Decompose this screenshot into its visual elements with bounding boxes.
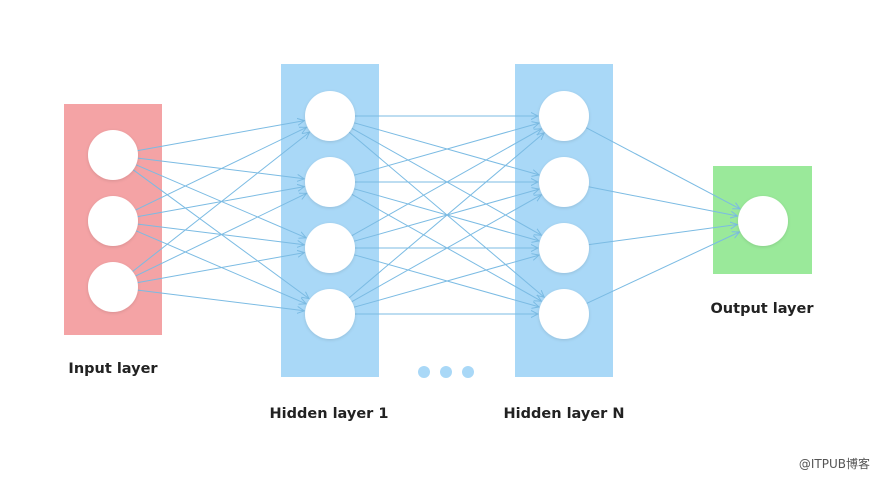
ellipsis-dot — [462, 366, 474, 378]
connection-arrow-input-1-to-hidden1-1 — [137, 121, 305, 152]
connection-arrow-hidden1-4-to-hiddenN-3 — [353, 255, 539, 308]
hidden-layer-n-label: Hidden layer N — [504, 406, 625, 422]
neuron-hiddenN-4 — [539, 289, 589, 339]
connection-arrow-hiddenN-2-to-output-1 — [588, 186, 738, 216]
neuron-input-3 — [88, 262, 138, 312]
neuron-hidden1-2 — [305, 157, 355, 207]
connection-arrow-hidden1-4-to-hiddenN-2 — [351, 195, 542, 303]
ellipsis-dot — [440, 366, 452, 378]
neuron-hiddenN-3 — [539, 223, 589, 273]
neuron-output-1 — [738, 196, 788, 246]
neuron-input-2 — [88, 196, 138, 246]
connection-arrow-input-3-to-hidden1-4 — [137, 289, 304, 311]
neuron-hiddenN-1 — [539, 91, 589, 141]
ellipsis-dot — [418, 366, 430, 378]
watermark-text: @ITPUB博客 — [798, 457, 870, 471]
connection-arrow-input-3-to-hidden1-1 — [132, 132, 310, 272]
connection-arrow-hidden1-4-to-hiddenN-1 — [348, 133, 544, 299]
output-layer-label: Output layer — [710, 301, 814, 317]
connection-arrow-input-3-to-hidden1-2 — [135, 193, 307, 277]
connection-arrow-hiddenN-1-to-output-1 — [585, 127, 740, 209]
neuron-hidden1-4 — [305, 289, 355, 339]
connection-arrow-input-2-to-hidden1-1 — [135, 127, 307, 211]
connection-arrow-hiddenN-4-to-output-1 — [586, 232, 740, 304]
connections-group — [132, 116, 740, 314]
neuron-hidden1-1 — [305, 91, 355, 141]
connection-arrow-input-3-to-hidden1-3 — [137, 253, 305, 284]
connection-arrow-hidden1-2-to-hiddenN-1 — [353, 123, 539, 176]
input-layer-label: Input layer — [68, 361, 158, 377]
neuron-hidden1-3 — [305, 223, 355, 273]
neuron-hiddenN-2 — [539, 157, 589, 207]
neuron-input-1 — [88, 130, 138, 180]
connection-arrow-hidden1-3-to-hiddenN-1 — [351, 129, 542, 237]
hidden-layer-1-label: Hidden layer 1 — [270, 406, 389, 422]
neurons-group — [88, 91, 788, 339]
connection-arrow-hiddenN-3-to-output-1 — [588, 225, 737, 246]
